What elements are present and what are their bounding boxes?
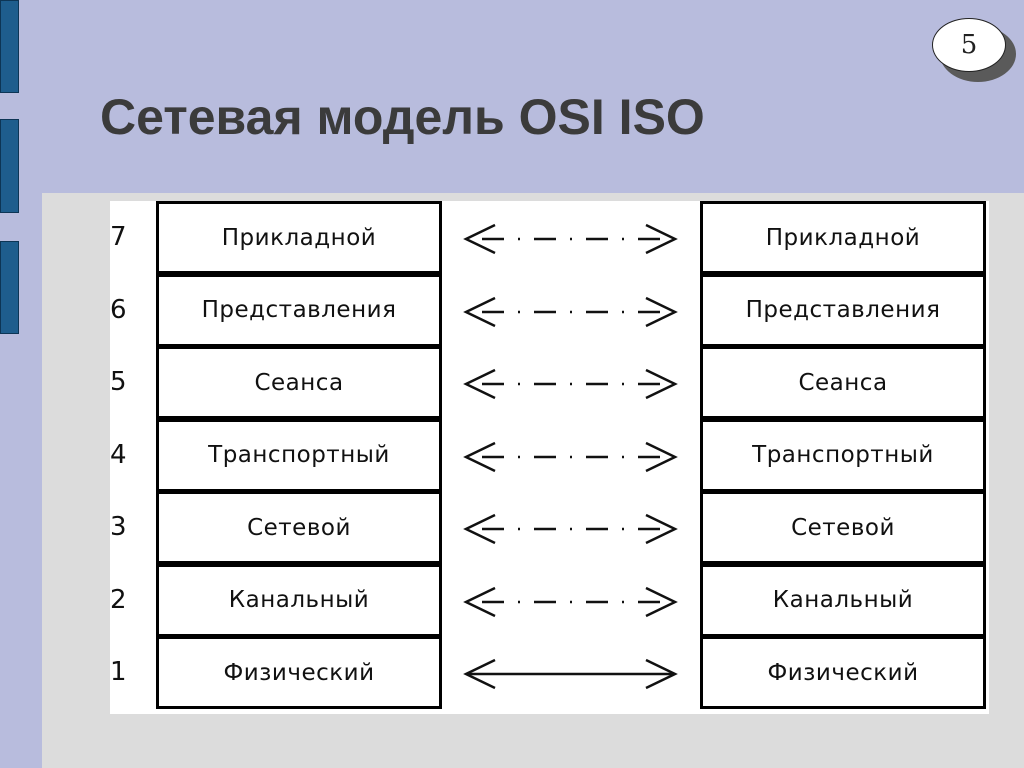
slide-number: 5 [960,30,978,60]
right-layer-box: Сетевой [700,491,986,564]
protocol-arrow [463,586,678,617]
left-layer-label: Физический [223,659,375,686]
protocol-arrow [463,658,678,690]
layer-number: 7 [110,222,127,252]
left-layer-box: Сетевой [156,491,442,564]
right-layer-box: Сеанса [700,346,986,419]
protocol-arrow [463,441,678,472]
layer-number: 4 [110,439,127,470]
right-layer-box: Прикладной [700,201,986,274]
right-layer-box: Транспортный [700,418,986,492]
left-layer-box: Канальный [156,563,442,637]
right-layer-label: Транспортный [752,442,934,468]
layer-number: 2 [110,584,127,615]
layer-number: 3 [110,512,127,542]
left-layer-label: Сетевой [247,514,351,541]
layer-number: 5 [110,367,127,397]
left-layer-label: Канальный [228,587,370,613]
arrow-head [645,296,678,327]
left-layer-label: Сеанса [254,369,344,396]
protocol-arrow [463,223,678,255]
protocol-arrow [463,368,678,400]
slide-number-badge: 5 [932,18,1006,72]
slide-title: Сетевая модель OSI ISO [100,89,705,145]
left-layer-label: Транспортный [208,442,390,468]
left-layer-box: Прикладной [156,201,442,274]
layer-number: 1 [110,657,127,687]
right-layer-label: Канальный [772,587,914,613]
layer-number: 6 [110,294,127,325]
right-layer-label: Сеанса [798,369,888,396]
right-layer-label: Прикладной [765,224,921,251]
decor-bar-2 [0,119,19,213]
arrow-head [645,441,678,472]
right-layer-box: Физический [700,636,986,709]
decor-bar-1 [0,0,19,93]
right-layer-label: Сетевой [791,514,895,541]
right-layer-box: Представления [700,273,986,347]
left-layer-box: Сеанса [156,346,442,419]
left-layer-box: Представления [156,273,442,347]
protocol-arrow [463,296,678,327]
arrow-head [645,368,678,400]
left-layer-box: Физический [156,636,442,709]
arrow-head [645,513,678,545]
right-layer-label: Представления [745,297,941,323]
left-layer-box: Транспортный [156,418,442,492]
right-layer-box: Канальный [700,563,986,637]
right-layer-label: Физический [767,659,919,686]
left-layer-label: Прикладной [221,224,377,251]
arrow-head [645,586,678,617]
arrow-head [645,223,678,255]
left-layer-label: Представления [201,297,397,323]
protocol-arrow [463,513,678,545]
decor-bar-3 [0,241,19,334]
